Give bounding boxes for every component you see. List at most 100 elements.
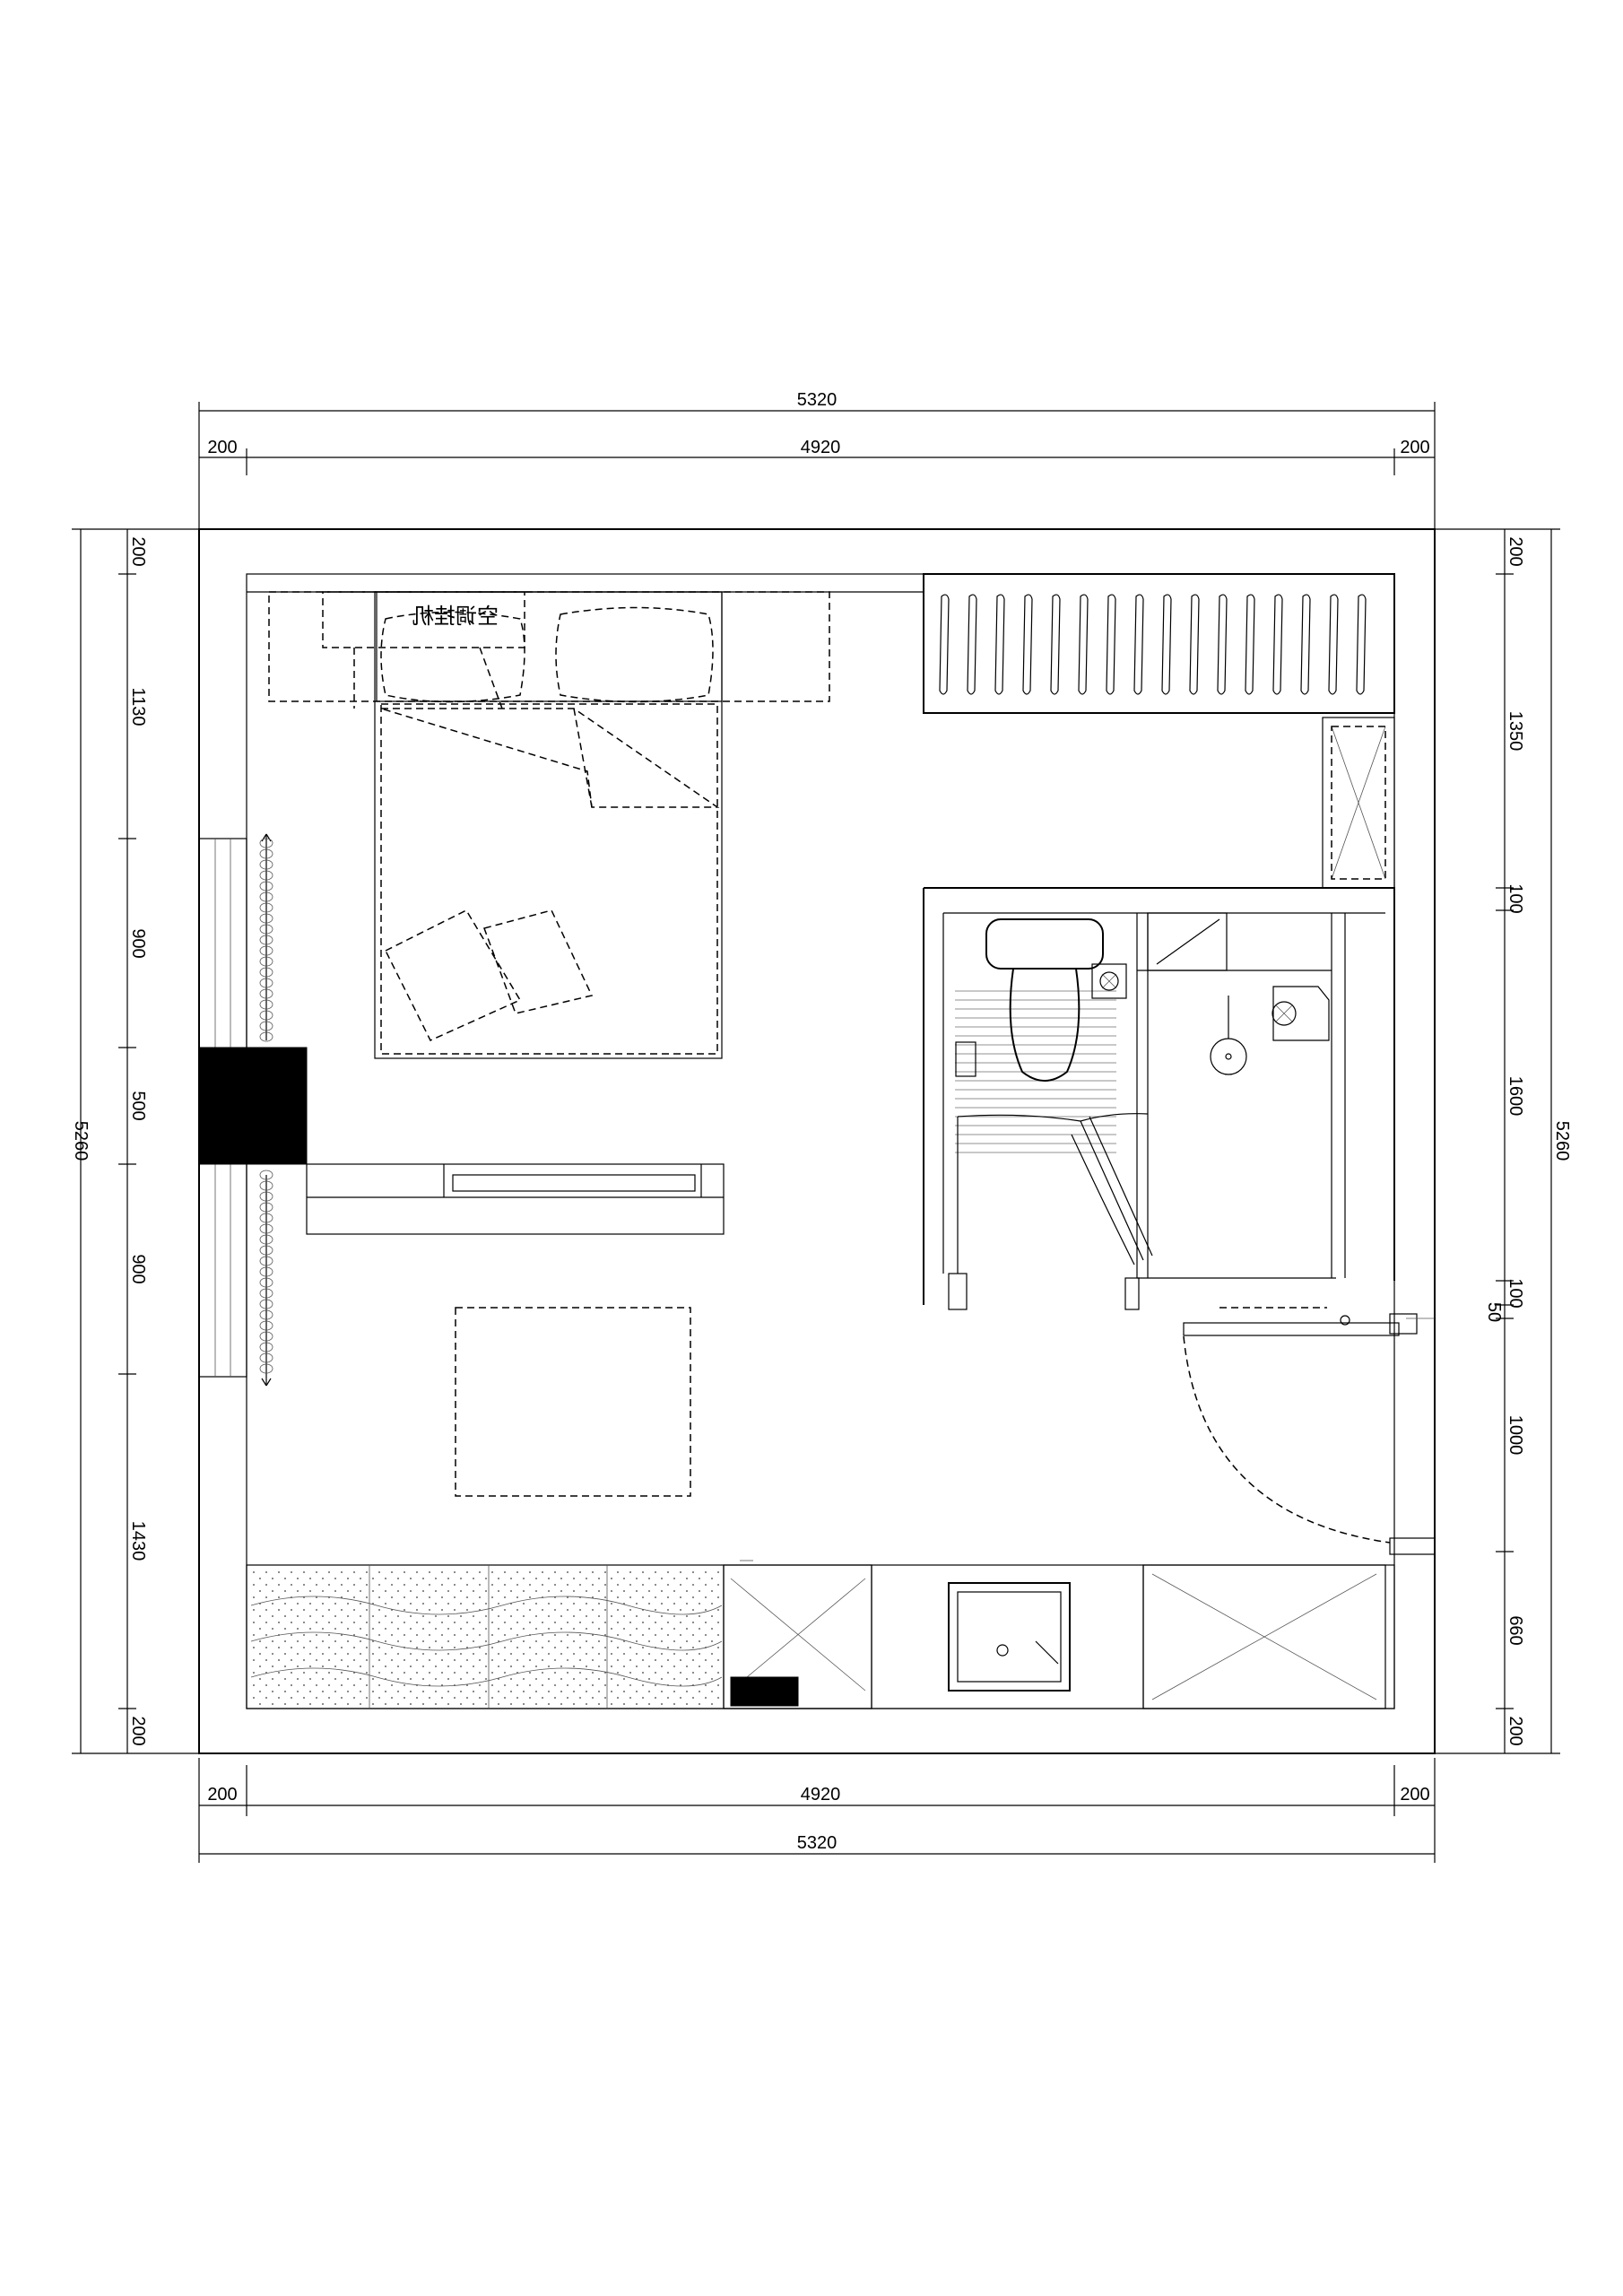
hanger xyxy=(1217,594,1228,695)
radiator-coil xyxy=(259,935,273,945)
radiator-coil xyxy=(259,1363,273,1374)
door-swing-icon xyxy=(948,1113,1153,1310)
bed-frame xyxy=(374,591,723,1059)
hanger xyxy=(1245,594,1255,695)
floor-drain-icon xyxy=(1271,986,1330,1041)
hanger xyxy=(1272,594,1283,695)
hanger xyxy=(1161,594,1172,695)
dim-left-total: 5260 xyxy=(71,1121,91,1161)
radiator-coil xyxy=(259,1266,273,1277)
pillow-icon xyxy=(555,606,714,703)
radiator-coil xyxy=(259,1320,273,1331)
radiator-icon xyxy=(261,833,272,1387)
dim-right-seg-9: 200 xyxy=(1506,1716,1525,1745)
door-swing-icon xyxy=(1183,1313,1436,1555)
hanger xyxy=(967,594,977,695)
radiator-coil xyxy=(259,1342,273,1352)
hanger xyxy=(939,594,950,695)
cushion xyxy=(384,909,522,1041)
radiator-coil xyxy=(259,1213,273,1223)
radiator-coil xyxy=(259,848,273,859)
floor-drain-icon xyxy=(1091,963,1127,999)
dim-right-seg-5: 100 xyxy=(1506,1278,1525,1308)
radiator-coil xyxy=(259,988,273,999)
bathroom xyxy=(923,887,1395,1310)
radiator-coils xyxy=(259,838,273,1374)
end-cabinet xyxy=(1142,1564,1386,1709)
dim-top-total: 5320 xyxy=(797,390,838,410)
hanger xyxy=(1078,594,1089,695)
dimensions-right: 5260 200 1350 100 1600 100 50 1000 660 2… xyxy=(1435,528,1572,1754)
headboard-cabinet xyxy=(268,591,830,702)
dim-right-seg-4: 1600 xyxy=(1506,1076,1525,1117)
hanger xyxy=(1356,594,1367,695)
radiator-coil xyxy=(259,1352,273,1363)
dim-bottom-inner: 4920 xyxy=(801,1785,841,1805)
sink-icon xyxy=(948,1582,1071,1692)
radiator-coil xyxy=(259,1010,273,1021)
dim-right-seg-8: 660 xyxy=(1506,1615,1525,1645)
radiator-coil xyxy=(259,924,273,935)
dim-top-left-wall: 200 xyxy=(207,438,237,457)
radiator-coil xyxy=(259,1234,273,1245)
radiator-coil xyxy=(259,881,273,891)
radiator-coil xyxy=(259,1309,273,1320)
dim-left-seg-4: 500 xyxy=(128,1091,148,1120)
hanger xyxy=(1106,594,1116,695)
ac-unit-label: 空调挂机 xyxy=(412,604,499,629)
radiator-coil xyxy=(259,913,273,924)
radiator-coil xyxy=(259,1031,273,1042)
hanger xyxy=(1050,594,1061,695)
rug xyxy=(455,1307,691,1497)
hanger xyxy=(1300,594,1311,695)
dim-right-seg-6: 50 xyxy=(1484,1302,1504,1322)
tall-cabinet xyxy=(1322,717,1395,889)
radiator-coil xyxy=(259,838,273,848)
radiator-coil xyxy=(259,1299,273,1309)
radiator-coil xyxy=(259,1170,273,1180)
hanger xyxy=(1328,594,1339,695)
tv-unit xyxy=(452,1174,696,1192)
dim-left-seg-6: 1430 xyxy=(128,1521,148,1561)
dimensions-top: 5320 200 4920 200 xyxy=(198,390,1436,529)
kitchen-counter xyxy=(246,1560,1395,1709)
tv-console xyxy=(306,1163,725,1235)
radiator-coil xyxy=(259,1191,273,1202)
dim-left-seg-5: 900 xyxy=(128,1254,148,1283)
radiator-coil xyxy=(259,967,273,978)
radiator-coil xyxy=(259,870,273,881)
dimensions-bottom: 200 4920 200 5320 xyxy=(198,1758,1436,1863)
radiator-coil xyxy=(259,891,273,902)
cushion xyxy=(483,909,594,1014)
dim-right-total: 5260 xyxy=(1552,1121,1572,1161)
radiator-coil xyxy=(259,1288,273,1299)
hanger xyxy=(994,594,1005,695)
dim-right-seg-2: 1350 xyxy=(1506,711,1525,752)
radiator-coil xyxy=(259,945,273,956)
shower-head-icon xyxy=(1210,996,1247,1075)
radiator-coil xyxy=(259,1331,273,1342)
dim-bottom-left-wall: 200 xyxy=(207,1785,237,1805)
paper-holder xyxy=(955,1041,976,1077)
hanger xyxy=(1133,594,1144,695)
appliance-block xyxy=(730,1676,799,1707)
dim-bottom-right-wall: 200 xyxy=(1400,1785,1429,1805)
dim-left-seg-3: 900 xyxy=(128,928,148,958)
radiator-coil xyxy=(259,902,273,913)
dim-left-seg-7: 200 xyxy=(128,1716,148,1745)
dim-right-seg-7: 1000 xyxy=(1506,1415,1525,1456)
column xyxy=(198,1047,308,1165)
radiator-coil xyxy=(259,999,273,1010)
radiator-coil xyxy=(259,1021,273,1031)
radiator-coil xyxy=(259,1180,273,1191)
wardrobe xyxy=(923,573,1395,714)
dim-top-inner: 4920 xyxy=(801,438,841,457)
hanger xyxy=(1022,594,1033,695)
dim-left-seg-2: 1130 xyxy=(128,687,148,726)
dimensions-left: 5260 200 1130 900 500 900 1430 200 xyxy=(71,528,199,1754)
radiator-coil xyxy=(259,1256,273,1266)
bath-mat xyxy=(955,987,1116,1157)
radiator-coil xyxy=(259,1223,273,1234)
dim-top-right-wall: 200 xyxy=(1400,438,1429,457)
